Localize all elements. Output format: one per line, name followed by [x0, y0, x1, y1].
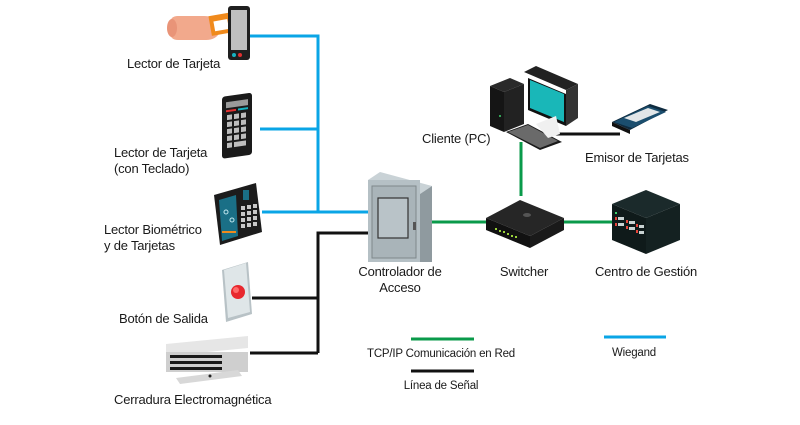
access-controller-icon: [368, 172, 432, 262]
client-pc-label: Cliente (PC): [422, 131, 491, 146]
biometric-reader-label-line1: Lector Biométrico: [104, 222, 202, 237]
signal-line-controller: [316, 231, 372, 353]
controller-label-line1: Controlador de: [358, 264, 442, 279]
exit-button-label: Botón de Salida: [119, 311, 208, 326]
legend: [411, 335, 666, 373]
biometric-reader-label: Lector Biométrico y de Tarjetas: [104, 222, 202, 254]
legend-tcpip-label: TCP/IP Comunicación en Red: [367, 348, 515, 360]
biometric-reader-icon: [214, 183, 262, 245]
legend-wiegand-label: Wiegand: [612, 347, 656, 359]
wiegand-connections: [250, 34, 372, 214]
controller-label-line2: Acceso: [379, 280, 421, 295]
server-icon: [612, 190, 680, 254]
signal-connections: [250, 132, 620, 355]
electromagnetic-lock-icon: [166, 336, 248, 384]
keypad-reader-label: Lector de Tarjeta (con Teclado): [114, 145, 207, 177]
keypad-reader-label-line2: (con Teclado): [114, 161, 190, 176]
wiegand-line-card-reader: [250, 34, 320, 212]
desktop-pc-icon: [490, 66, 578, 150]
biometric-reader-label-line2: y de Tarjetas: [104, 238, 175, 253]
exit-button-icon: [222, 262, 252, 322]
tcpip-connections: [430, 142, 612, 224]
card-issuer-label: Emisor de Tarjetas: [585, 150, 689, 165]
keypad-reader-icon: [222, 92, 252, 159]
switch-label: Switcher: [499, 264, 549, 279]
network-switch-icon: [486, 200, 564, 248]
card-reader-label: Lector de Tarjeta: [127, 56, 221, 71]
controller-label: Controlador de Acceso: [358, 264, 441, 296]
keypad-reader-label-line1: Lector de Tarjeta: [114, 145, 208, 160]
legend-signal-label: Línea de Señal: [403, 380, 479, 392]
card-reader-icon: [167, 6, 250, 60]
mag-lock-label: Cerradura Electromagnética: [114, 392, 272, 407]
management-center-label: Centro de Gestión: [594, 264, 698, 279]
card-issuer-icon: [612, 104, 668, 134]
